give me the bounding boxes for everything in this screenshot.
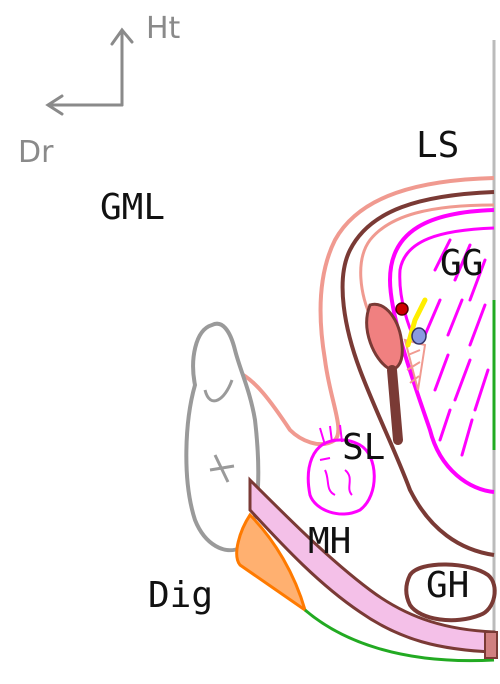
label-dig: Dig: [148, 578, 213, 614]
label-mh: MH: [308, 524, 351, 560]
label-gh: GH: [426, 568, 469, 604]
hyoid-stub: [485, 632, 497, 658]
orientation-left-label: Dr: [18, 138, 53, 168]
vein: [412, 328, 426, 344]
sl-region: [367, 304, 403, 369]
orientation-up-label: Ht: [146, 14, 180, 44]
label-sl: SL: [342, 430, 385, 466]
artery: [396, 303, 408, 315]
orientation-arrows: [48, 30, 132, 114]
up-arrow: [112, 30, 132, 105]
left-arrow: [48, 96, 122, 114]
label-gml: GML: [100, 190, 165, 226]
label-gg: GG: [440, 246, 483, 282]
outer-outline: [238, 178, 494, 444]
label-ls: LS: [416, 128, 459, 164]
sl-duct: [392, 370, 398, 440]
